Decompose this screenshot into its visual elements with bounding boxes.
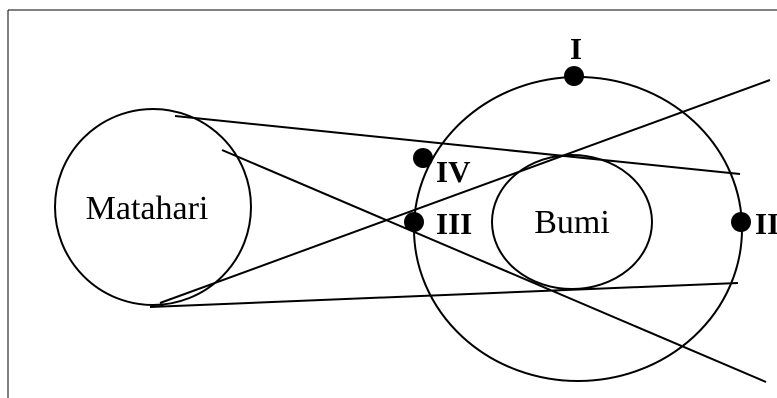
moon-position-3-label: III [436,206,472,241]
moon-position-2-dot [731,212,751,232]
ray-lower-tangent [149,282,739,308]
ray-cross-ascending [159,79,771,304]
sun-label: Matahari [86,190,209,227]
moon-position-4-dot [413,148,433,168]
earth-label: Bumi [534,204,610,241]
ray-upper-tangent [174,115,741,175]
moon-position-3-dot [404,212,424,232]
sun-circle [54,108,252,306]
moon-position-2-label: II [755,206,777,241]
moon-position-4-label: IV [436,154,471,189]
moon-position-1-dot [564,66,584,86]
ray-cross-descending [221,149,767,383]
moon-position-1-label: I [570,31,582,66]
